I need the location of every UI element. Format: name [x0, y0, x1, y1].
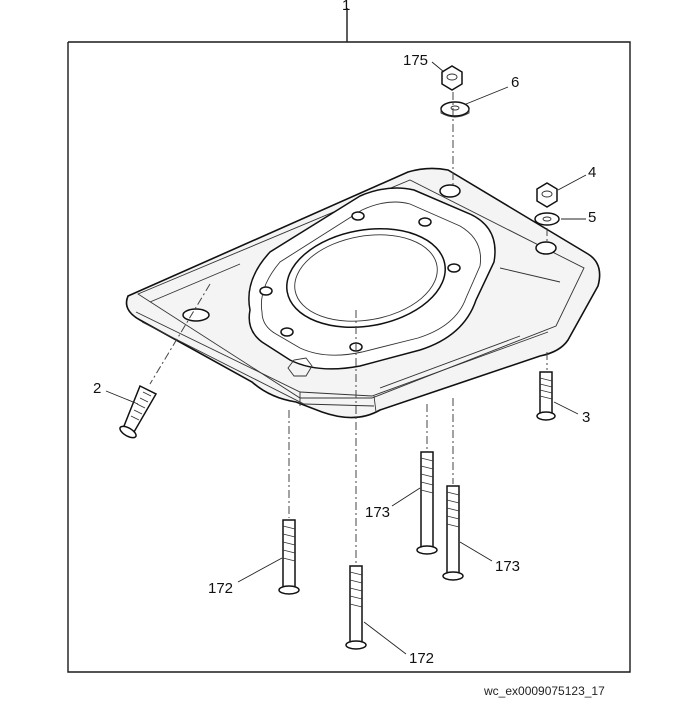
callout-172-left: 172 [208, 580, 234, 597]
washer-6 [440, 101, 470, 118]
callout-2: 2 [93, 380, 102, 397]
nut-175 [441, 65, 463, 91]
screw-2 [119, 384, 158, 439]
screw-3 [536, 371, 556, 421]
nut-4 [536, 182, 558, 208]
callout-175: 175 [403, 52, 429, 69]
assembly-frame [67, 8, 631, 673]
callout-173-right: 173 [495, 558, 521, 575]
base-plate [125, 167, 601, 419]
bolt-173-right [442, 485, 464, 581]
assembly-axis-lines [149, 92, 548, 564]
figure-code: wc_ex0009075123_17 [484, 684, 605, 698]
bolt-173-left [416, 451, 438, 555]
callout-6: 6 [511, 74, 520, 91]
washer-5 [534, 212, 560, 226]
callout-4: 4 [588, 164, 597, 181]
callout-172-right: 172 [409, 650, 435, 667]
callout-3: 3 [582, 409, 591, 426]
callout-leaders [105, 61, 587, 655]
callout-1: 1 [342, 0, 351, 14]
callout-173-left: 173 [365, 504, 391, 521]
callout-5: 5 [588, 209, 597, 226]
bolt-172-left [278, 519, 300, 595]
bolt-172-center [345, 565, 367, 650]
